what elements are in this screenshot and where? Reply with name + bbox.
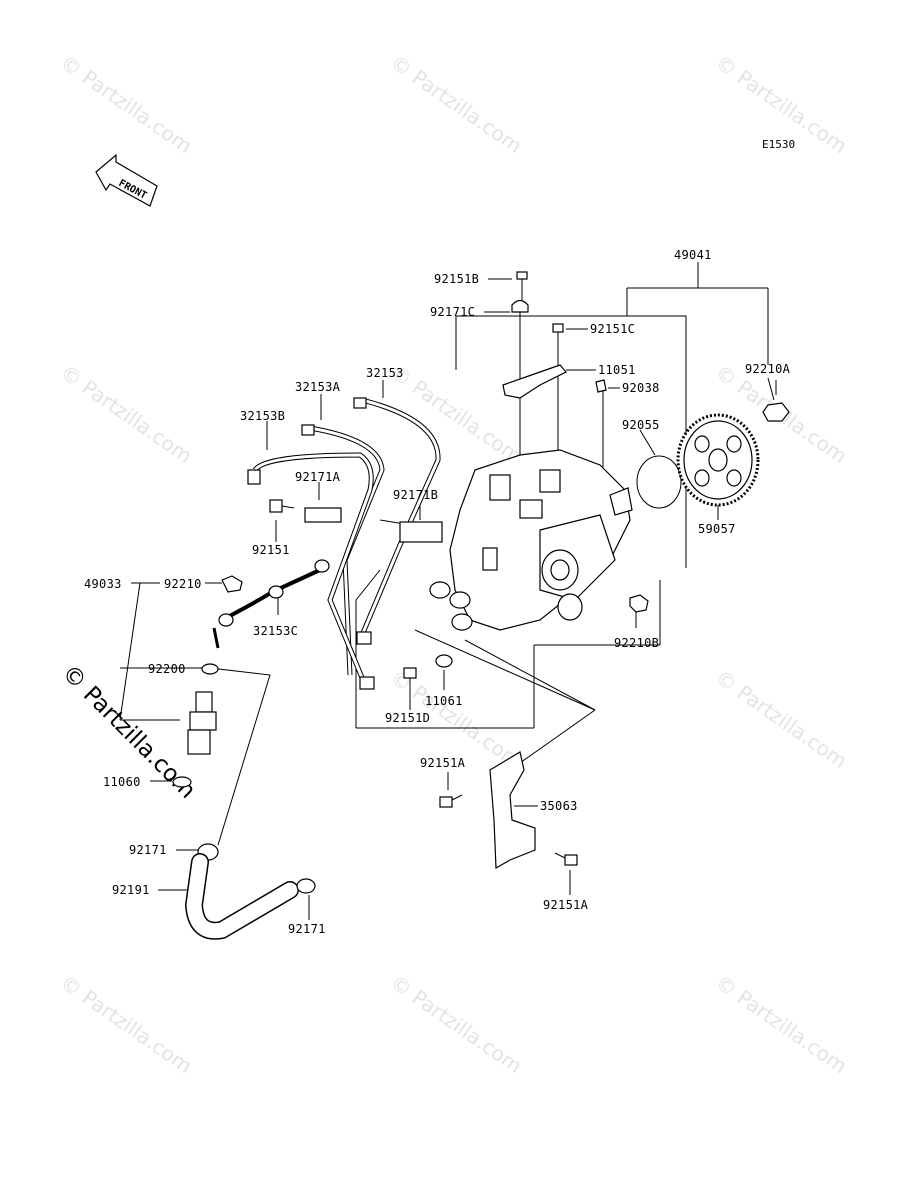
fuel-lines-32153: [247, 397, 441, 690]
bracket-35063: [489, 751, 536, 870]
part-label-92151A-top[interactable]: 92151A: [420, 756, 466, 770]
part-label-49041[interactable]: 49041: [674, 248, 712, 262]
part-label-32153C[interactable]: 32153C: [253, 624, 299, 638]
washer-92200: [201, 663, 219, 675]
injection-pump-body: [429, 449, 633, 631]
part-label-49033[interactable]: 49033: [84, 577, 122, 591]
washer-11060: [172, 776, 192, 788]
clamp-92171B: [399, 521, 443, 543]
part-label-11061[interactable]: 11061: [425, 694, 463, 708]
part-label-92200[interactable]: 92200: [148, 662, 186, 676]
clamp-92171A: [304, 507, 342, 523]
clamp-92171-bottom: [296, 878, 316, 894]
part-label-92151A-bottom[interactable]: 92151A: [543, 898, 589, 912]
part-label-11060[interactable]: 11060: [103, 775, 141, 789]
bolt-92151C: [552, 323, 564, 345]
part-label-92171B[interactable]: 92171B: [393, 488, 439, 502]
bolt-92151B: [516, 271, 528, 290]
part-label-92210A[interactable]: 92210A: [745, 362, 791, 376]
part-label-92151[interactable]: 92151: [252, 543, 290, 557]
part-label-92210B[interactable]: 92210B: [614, 636, 660, 650]
leader-lines: [119, 262, 777, 920]
part-label-92191[interactable]: 92191: [112, 883, 150, 897]
part-label-35063[interactable]: 35063: [540, 799, 578, 813]
bolt-92151: [269, 499, 295, 513]
part-label-92151D[interactable]: 92151D: [385, 711, 431, 725]
clamp-92171C: [511, 299, 529, 313]
bolt-92151A-top: [439, 794, 463, 808]
bolt-92151A-bottom: [554, 852, 578, 866]
front-arrow-icon: FRONT: [95, 153, 158, 207]
part-label-92171-bottom[interactable]: 92171: [288, 922, 326, 936]
key-92038: [595, 379, 607, 393]
washer-11061: [435, 654, 453, 668]
part-label-92171-top[interactable]: 92171: [129, 843, 167, 857]
nut-92210A: [762, 402, 790, 422]
gear-59057: [676, 413, 760, 507]
part-label-59057[interactable]: 59057: [698, 522, 736, 536]
part-label-32153B[interactable]: 32153B: [240, 409, 286, 423]
part-label-92151B[interactable]: 92151B: [434, 272, 480, 286]
part-label-92038[interactable]: 92038: [622, 381, 660, 395]
nut-92210: [221, 575, 243, 593]
part-label-92171C[interactable]: 92171C: [430, 305, 476, 319]
part-label-32153[interactable]: 32153: [366, 366, 404, 380]
diagram-code: E1530: [762, 138, 796, 151]
bracket-11051: [502, 364, 567, 399]
nut-92210B: [629, 594, 649, 613]
part-label-92151C[interactable]: 92151C: [590, 322, 636, 336]
part-label-32153A[interactable]: 32153A: [295, 380, 341, 394]
part-label-92055[interactable]: 92055: [622, 418, 660, 432]
part-label-11051[interactable]: 11051: [598, 363, 636, 377]
part-label-92171A[interactable]: 92171A: [295, 470, 341, 484]
injector-nozzle: [187, 691, 217, 755]
oring-92055: [636, 455, 682, 509]
part-label-92210[interactable]: 92210: [164, 577, 202, 591]
bolt-92151D: [403, 667, 417, 688]
